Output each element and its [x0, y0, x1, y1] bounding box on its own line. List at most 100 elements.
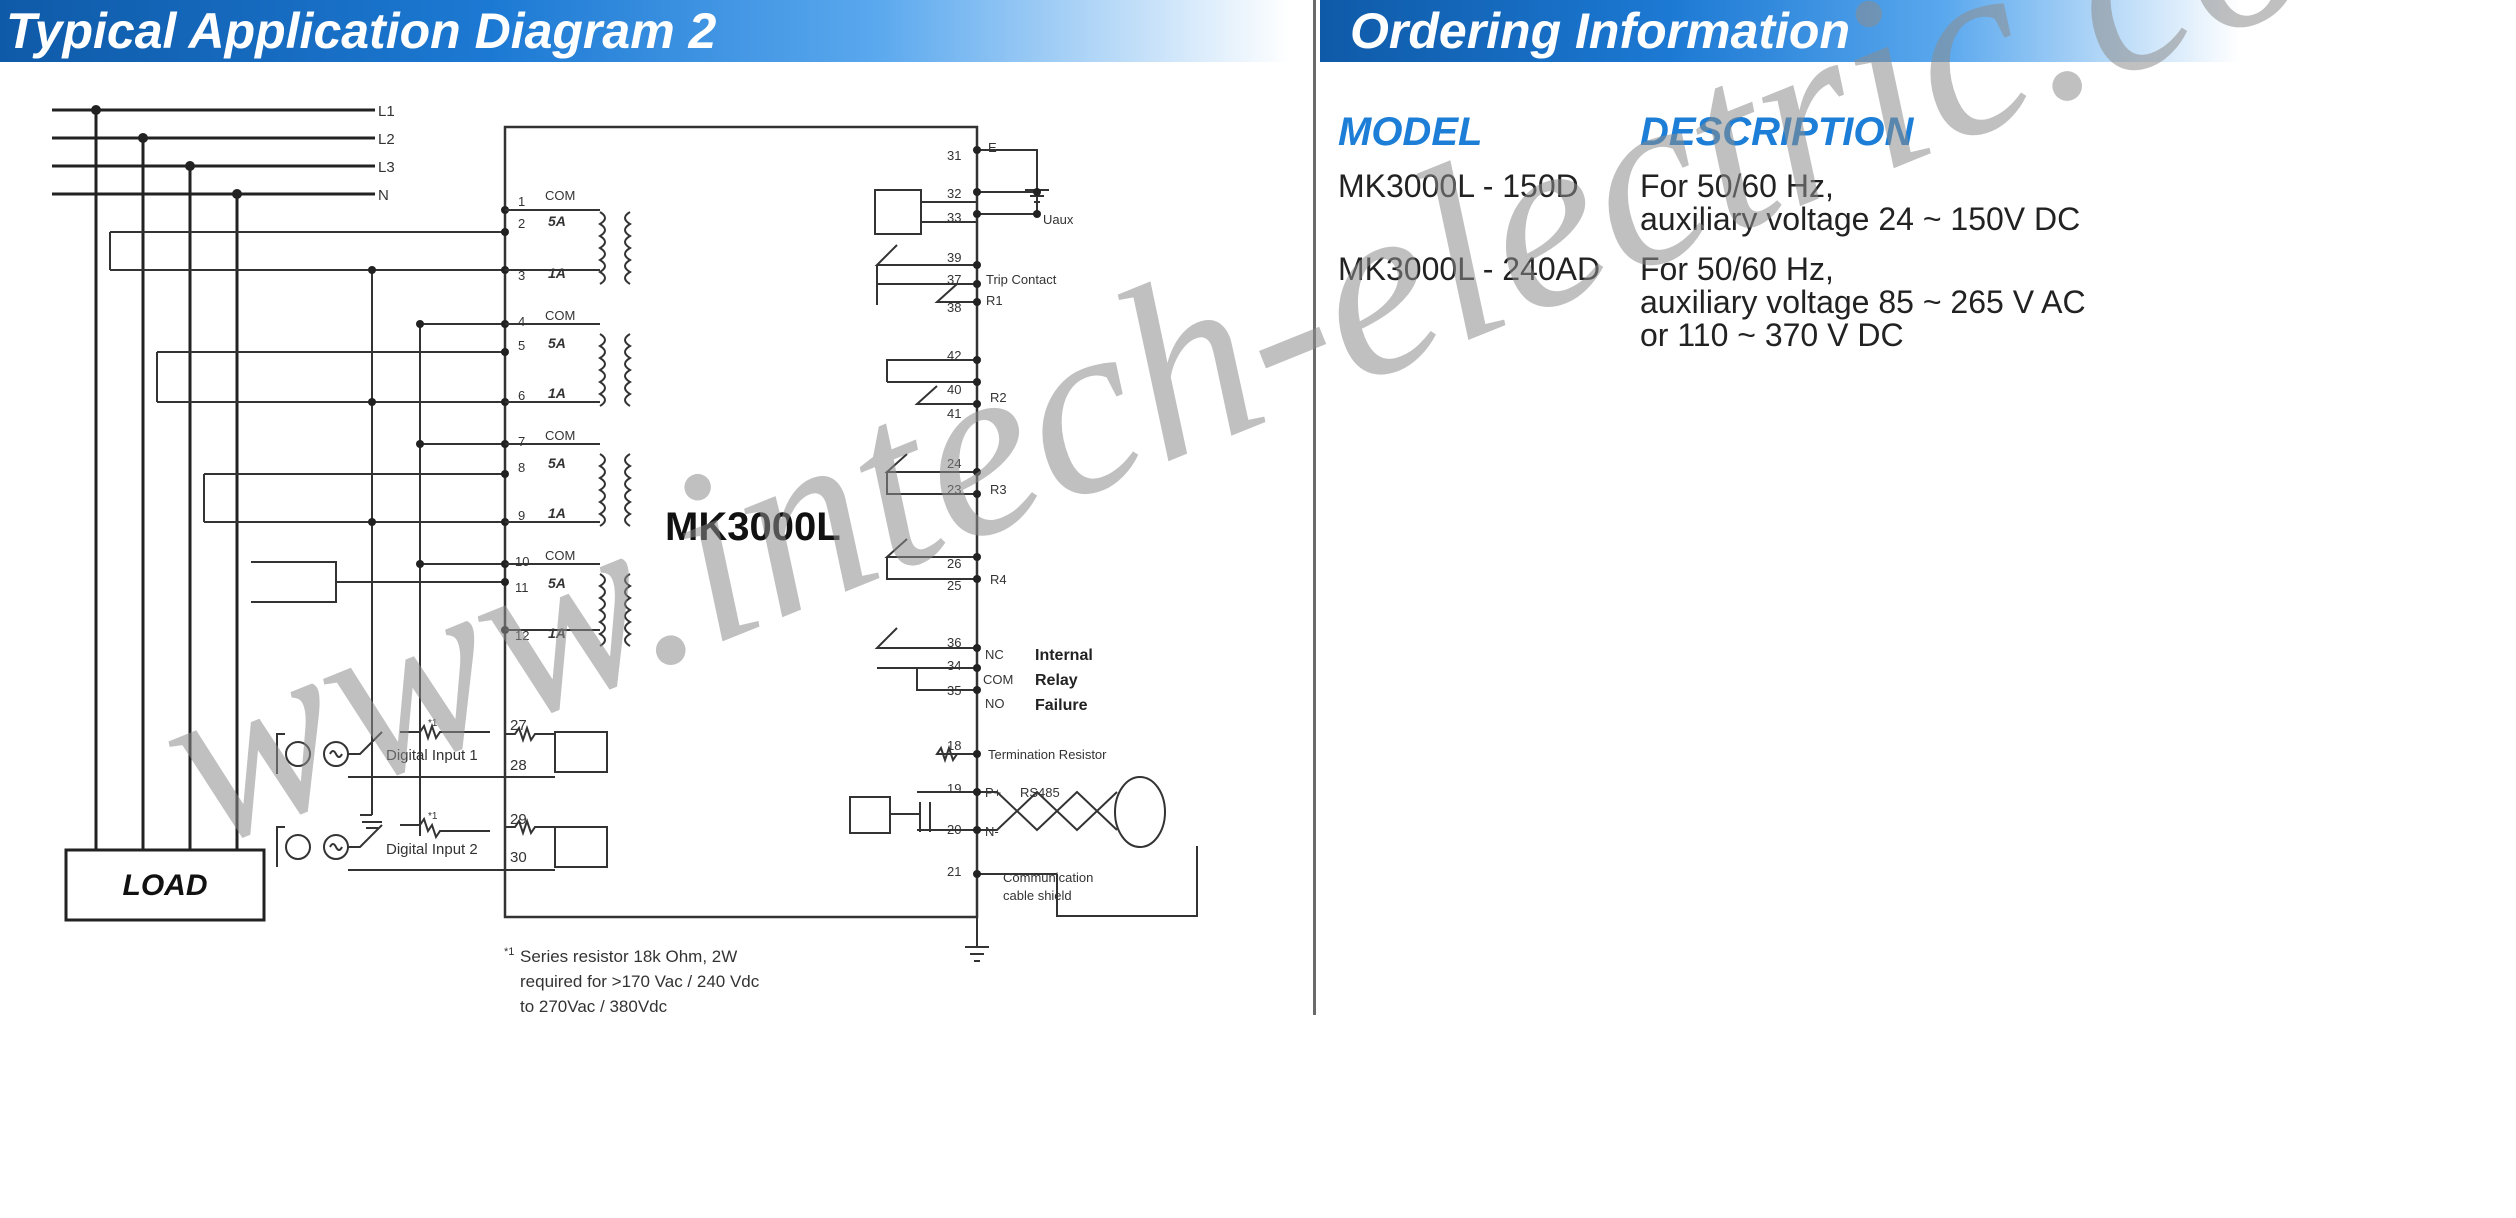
relay-label: Relay — [1035, 672, 1078, 689]
ct-coils — [505, 209, 632, 647]
terminal-18: 18 — [947, 738, 961, 753]
model-cell-1: MK3000L - 150D — [1338, 168, 1579, 204]
terminal-39: 39 — [947, 250, 961, 265]
digital-input-labels: Digital Input 1 Digital Input 2 27 28 29… — [386, 717, 527, 866]
terminal-27: 27 — [510, 717, 527, 734]
com-label-2: COM — [545, 308, 575, 323]
com-label-1: COM — [545, 188, 575, 203]
com-relay-label: COM — [983, 672, 1013, 687]
terminal-40: 40 — [947, 382, 961, 397]
terminal-25: 25 — [947, 578, 961, 593]
terminal-9: 9 — [518, 508, 525, 523]
terminal-28: 28 — [510, 757, 527, 774]
label-1a-3: 1A — [548, 505, 566, 521]
terminal-1: 1 — [518, 194, 525, 209]
terminal-26: 26 — [947, 556, 961, 571]
r4-label: R4 — [990, 572, 1007, 587]
nc-label: NC — [985, 647, 1004, 662]
trip-contact-label: Trip Contact — [986, 272, 1057, 287]
earth-label: E — [988, 140, 997, 155]
section-divider — [1313, 0, 1316, 1015]
terminal-19: 19 — [947, 781, 961, 796]
note-mark-1: *1 — [428, 718, 438, 729]
shield-label-1: Communication — [1003, 870, 1093, 885]
internal-label: Internal — [1035, 647, 1093, 664]
footnote-line-1: Series resistor 18k Ohm, 2W — [520, 947, 737, 966]
bus-junctions — [91, 105, 242, 199]
termination-resistor-label: Termination Resistor — [988, 747, 1107, 762]
terminal-36: 36 — [947, 635, 961, 650]
line-label-l1: L1 — [378, 103, 395, 120]
no-label: NO — [985, 696, 1005, 711]
description-cell-2-line-1: For 50/60 Hz, — [1640, 251, 1834, 287]
terminal-6: 6 — [518, 388, 525, 403]
n-minus-label: N- — [985, 824, 999, 839]
com-label-3: COM — [545, 428, 575, 443]
label-1a-2: 1A — [548, 385, 566, 401]
footnote: *1 Series resistor 18k Ohm, 2W required … — [504, 946, 760, 1016]
rs485-label: RS485 — [1020, 785, 1060, 800]
footnote-mark: *1 — [504, 946, 514, 958]
line-label-l3: L3 — [378, 159, 395, 176]
power-bus-lines — [52, 108, 375, 850]
line-label-l2: L2 — [378, 131, 395, 148]
r1-label: R1 — [986, 293, 1003, 308]
terminal-31: 31 — [947, 148, 961, 163]
right-header-title: Ordering Information — [1350, 3, 1850, 59]
p-plus-label: P+ — [985, 785, 1001, 800]
load-box — [64, 848, 266, 922]
terminal-35: 35 — [947, 683, 961, 698]
description-cell-2-line-3: or 110 ~ 370 V DC — [1640, 317, 1904, 353]
model-cell-2: MK3000L - 240AD — [1338, 251, 1601, 287]
left-section-header: Typical Application Diagram 2 — [0, 0, 1290, 62]
label-5a-3: 5A — [548, 455, 566, 471]
terminal-34: 34 — [947, 658, 961, 673]
footnote-line-2: required for >170 Vac / 240 Vdc — [520, 972, 760, 991]
load-label: LOAD — [123, 869, 208, 902]
com-label-4: COM — [545, 548, 575, 563]
relay-junctions — [973, 146, 1041, 878]
note-mark-2: *1 — [428, 811, 438, 822]
shield-label-2: cable shield — [1003, 888, 1072, 903]
relay-terminal-labels: 31 E 32 33 Uaux 39 37 38 Trip Contact R1… — [947, 140, 1107, 903]
left-header-title: Typical Application Diagram 2 — [6, 3, 717, 59]
terminal-32: 32 — [947, 186, 961, 201]
terminal-12: 12 — [515, 628, 529, 643]
ct-terminal-labels: 1 2 3 4 5 6 7 8 9 10 11 12 COM COM COM C… — [515, 188, 575, 643]
digital-input-2-label: Digital Input 2 — [386, 841, 478, 858]
terminal-10: 10 — [515, 554, 529, 569]
right-section-header: Ordering Information — [1320, 0, 2240, 62]
terminal-38: 38 — [947, 300, 961, 315]
internal-relay-failure-labels: Internal Relay Failure — [1035, 647, 1093, 714]
terminal-23: 23 — [947, 482, 961, 497]
r2-label: R2 — [990, 390, 1007, 405]
terminal-2: 2 — [518, 216, 525, 231]
terminal-24: 24 — [947, 456, 961, 471]
label-5a-2: 5A — [548, 335, 566, 351]
model-label: MK3000L — [665, 505, 841, 549]
line-label-n: N — [378, 187, 389, 204]
terminal-8: 8 — [518, 460, 525, 475]
digital-input-circuits — [276, 722, 608, 871]
terminal-37: 37 — [947, 272, 961, 287]
label-1a-4: 1A — [548, 625, 566, 641]
uaux-label: Uaux — [1043, 212, 1074, 227]
description-cell-2-line-2: auxiliary voltage 85 ~ 265 V AC — [1640, 284, 2086, 320]
description-column-header: DESCRIPTION — [1640, 110, 1914, 154]
footnote-line-3: to 270Vac / 380Vdc — [520, 997, 668, 1016]
ct-rating-labels: 5A 1A 5A 1A 5A 1A 5A 1A — [548, 213, 566, 641]
description-cell-1-line-1: For 50/60 Hz, — [1640, 168, 1834, 204]
description-cell-1-line-2: auxiliary voltage 24 ~ 150V DC — [1640, 201, 2081, 237]
terminal-11: 11 — [515, 580, 529, 595]
r3-label: R3 — [990, 482, 1007, 497]
wiring-diagram: L1 L2 L3 N LOAD 1 2 3 4 — [52, 103, 1198, 1016]
terminal-42: 42 — [947, 348, 961, 363]
terminal-20: 20 — [947, 822, 961, 837]
label-5a-1: 5A — [548, 213, 566, 229]
terminal-5: 5 — [518, 338, 525, 353]
terminal-4: 4 — [518, 314, 525, 329]
terminal-7: 7 — [518, 434, 525, 449]
terminal-33: 33 — [947, 210, 961, 225]
label-5a-4: 5A — [548, 575, 566, 591]
terminal-41: 41 — [947, 406, 961, 421]
